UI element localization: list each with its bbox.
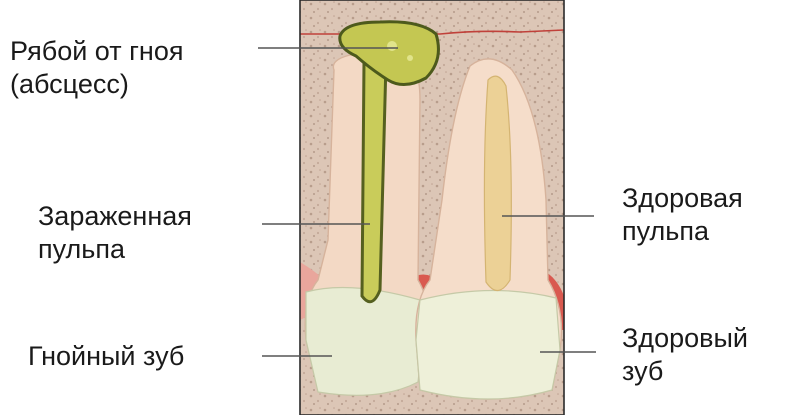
label-healthy-pulp-line1: Здоровая [622,182,743,215]
label-infected-pulp-line2: пульпа [38,233,192,266]
infected-tooth-enamel [306,288,424,396]
label-infected-pulp: Зараженная пульпа [38,200,192,266]
healthy-pulp-canal [484,76,511,290]
label-healthy-tooth-line1: Здоровый [622,322,748,355]
label-abscess-line1: Рябой от гноя [10,35,183,68]
label-healthy-pulp-line2: пульпа [622,215,743,248]
label-infected-pulp-line1: Зараженная [38,200,192,233]
label-healthy-tooth: Здоровый зуб [622,322,748,388]
abscess-highlight [387,41,397,51]
healthy-tooth-enamel [416,290,560,399]
label-abscessed-tooth: Гнойный зуб [28,340,184,373]
label-abscess-line2: (абсцесс) [10,68,183,101]
label-healthy-pulp: Здоровая пульпа [622,182,743,248]
label-abscessed-tooth-line1: Гнойный зуб [28,340,184,373]
label-healthy-tooth-line2: зуб [622,355,748,388]
label-abscess: Рябой от гноя (абсцесс) [10,35,183,101]
